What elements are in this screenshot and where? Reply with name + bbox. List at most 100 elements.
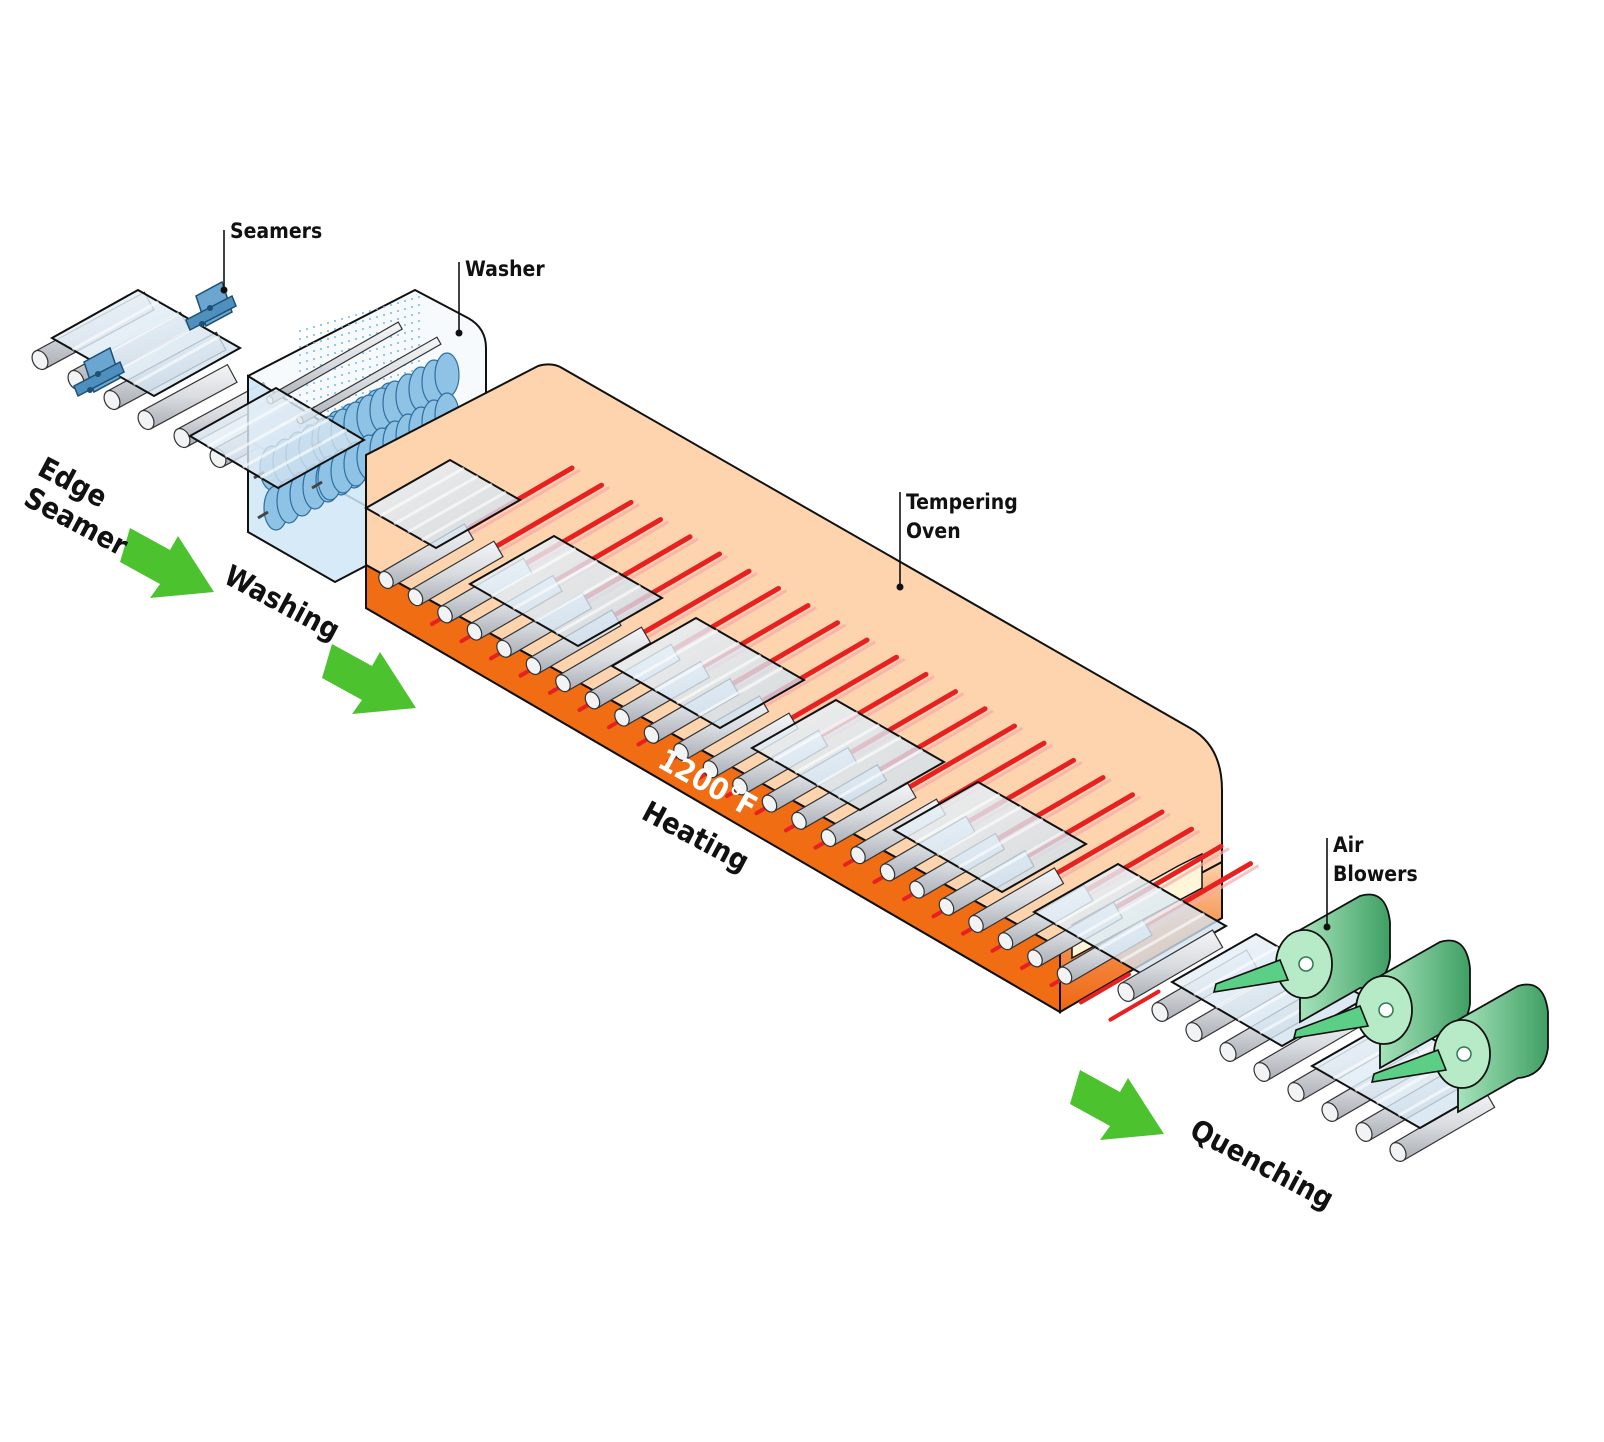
oven-roller-end [643, 725, 660, 744]
oven-roller-end [761, 794, 778, 813]
oven-glass-sheet-4-reflection [958, 817, 1044, 869]
seamer-roller-1-end [31, 349, 49, 371]
oven-roller-end [496, 639, 512, 658]
oven-roller-end [702, 760, 719, 779]
air-blower-2-hub [1378, 1002, 1394, 1018]
oven-roller-end [879, 863, 896, 882]
quench-roller-7-end [1321, 1102, 1339, 1122]
air-blower-3 [1370, 983, 1549, 1114]
oven-glass-entry [363, 458, 523, 550]
seamer-clamp-front-arm [73, 360, 125, 398]
seamer-roller-4 [137, 363, 238, 431]
seamer-clamp-front-bolt [95, 371, 101, 377]
air-blower-3-nozzle [1370, 1048, 1448, 1083]
washer-glass-entry-reflection [259, 428, 348, 479]
tempering-oven-label-line2: Oven [906, 519, 961, 543]
oven-roller-end [820, 828, 837, 848]
oven-roller-end [997, 932, 1014, 951]
oven-glass-sheet-2 [609, 616, 807, 730]
oven-glass-sheet-2-reflection [697, 666, 784, 717]
oven-glass-sheet-2-reflection [654, 641, 740, 693]
brush-disc [434, 352, 460, 398]
oven-glass-sheet-3 [749, 698, 947, 812]
air-blowers-leader-dot [1323, 923, 1331, 931]
quench-roller-5-end [1253, 1062, 1271, 1082]
air-blower-3-hub [1456, 1046, 1472, 1062]
oven-roller-end [437, 605, 453, 624]
air-blower-1-hub [1298, 956, 1314, 972]
edge-seamer-unit [49, 280, 243, 398]
oven-roller-end [584, 691, 601, 710]
air-blower-1-nozzle [1212, 958, 1290, 993]
oven-glass-sheet-1-reflection [555, 584, 642, 635]
tempering-oven-label-line1: Tempering [906, 490, 1018, 514]
oven-glass-sheet-5 [1031, 862, 1229, 976]
oven-roller-end [378, 570, 394, 590]
seamer-clamp-front [73, 346, 125, 398]
oven-roller-end [407, 588, 424, 607]
oven-glass-sheet-4-reflection [979, 830, 1066, 881]
washer-glass-entry-pane [187, 386, 367, 490]
oven-glass-sheet-2-reflection [676, 653, 762, 705]
seamer-roller-3-end [103, 389, 121, 411]
oven-glass-sheet-5-reflection [1098, 899, 1184, 951]
quench-roller-8-end [1355, 1122, 1373, 1142]
tempering-oven [363, 363, 1260, 1022]
oven-roller-end [791, 811, 807, 830]
oven-glass-sheet-4-reflection [936, 805, 1022, 857]
oven-glass-entry-reflection [421, 490, 507, 542]
oven-glass-sheet-1-reflection [490, 547, 577, 598]
washer-glass-entry-reflection [242, 417, 330, 469]
quenching-label: Quenching [1185, 1112, 1340, 1216]
heater-element [636, 568, 752, 638]
oven-glass-sheet-4 [891, 780, 1089, 894]
seamer-roller-4-end [137, 409, 155, 431]
oven-roller-end [1056, 966, 1073, 985]
heater-element [784, 654, 899, 724]
quench-roller-9-end [1389, 1142, 1407, 1162]
flow-arrows [120, 528, 1164, 1140]
brush-axle [311, 480, 323, 490]
oven-glass-sheet-3-reflection [794, 723, 880, 775]
heater-element-lower [1108, 989, 1161, 1022]
oven-glass-sheet-4-reflection [914, 793, 1001, 844]
oven-glass-sheet-1-reflection [534, 571, 620, 623]
seamer-roller-5-end [173, 427, 191, 449]
quench-roller-2-end [1151, 1002, 1169, 1022]
oven-glass-sheet-5-reflection [1054, 875, 1141, 926]
brush-axle [257, 510, 269, 520]
tempering-oven-leader-dot [896, 583, 904, 591]
quench-glass-sheet-1 [1169, 932, 1369, 1048]
oven-roller-end [968, 914, 984, 934]
air-blowers-label-line1: Air [1333, 833, 1364, 857]
quench-roller-1 [1117, 929, 1224, 1002]
washer-label: Washer [465, 257, 545, 281]
seamer-clamp-back-arm [185, 294, 237, 332]
oven-roller-end [909, 880, 925, 899]
oven-glass-sheet-1 [467, 534, 665, 648]
oven-roller-end [466, 622, 483, 641]
seamer-glass-sheet-reflection [71, 300, 160, 351]
oven-glass-sheet-4-pane [891, 780, 1089, 894]
oven-glass-sheet-5-reflection [1119, 912, 1206, 963]
oven-roller-end [525, 656, 542, 676]
oven-roller-end [555, 674, 571, 693]
arrow-to-heating [322, 644, 416, 714]
oven-roller-end [732, 777, 748, 796]
washer-glass-entry-reflection [206, 397, 295, 448]
quench-roller-1-end [1117, 982, 1135, 1002]
oven-glass-sheet-5-pane [1031, 862, 1229, 976]
oven-glass-entry-reflection [379, 466, 465, 518]
oven-glass-sheets [363, 458, 1229, 976]
seamer-clamp-back-bolt [199, 321, 205, 327]
oven-roller [968, 867, 1065, 934]
oven-glass-sheet-2-pane [609, 616, 807, 730]
quench-roller-3-end [1185, 1022, 1203, 1042]
seamers-label: Seamers [230, 219, 322, 243]
arrow-to-quenching [1070, 1070, 1164, 1140]
oven-glass-sheet-1-pane [467, 534, 665, 648]
oven-glass-entry-pane [363, 458, 523, 550]
seamer-glass-sheet-reflection [112, 323, 200, 375]
oven-glass-entry-reflection [393, 474, 479, 526]
